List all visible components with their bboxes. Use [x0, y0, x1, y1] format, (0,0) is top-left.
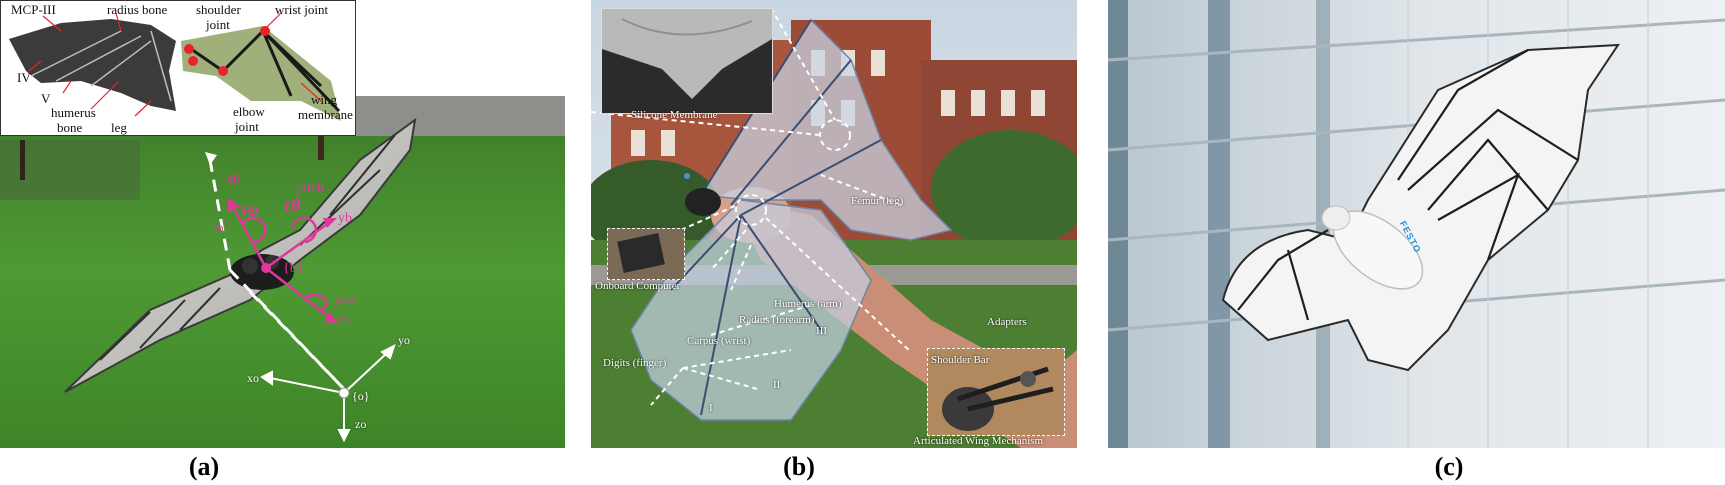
articulated-mechanism-inset	[927, 348, 1065, 436]
label-humerus: Humerus (arm)	[774, 298, 842, 310]
label-wing-1: wing	[311, 92, 337, 107]
label-v: V	[41, 91, 51, 106]
onboard-computer-inset	[607, 228, 685, 280]
translucent-wing-lower	[630, 199, 872, 421]
label-elbow-2: joint	[235, 119, 259, 134]
bat-skeleton-image	[9, 19, 176, 111]
label-femur: Femur (leg)	[851, 195, 904, 207]
translucent-wing-upper	[699, 18, 953, 241]
label-adapters: Adapters	[987, 316, 1027, 328]
label-humerus-1: humerus	[51, 105, 96, 120]
axis-yb: yb	[338, 211, 352, 226]
label-digit-i: I	[709, 402, 713, 414]
panel-b-scene	[591, 0, 1077, 448]
panel-c-photo: FESTO	[1108, 0, 1725, 448]
axis-xo: xo	[247, 371, 259, 385]
label-carpus: Carpus (wrist)	[687, 335, 751, 347]
label-pitch: pitch	[296, 181, 324, 196]
label-radius-bone: radius bone	[107, 2, 168, 17]
label-wrist-joint: wrist joint	[275, 2, 329, 17]
silicone-membrane-inset	[601, 8, 773, 114]
robot-membrane-image	[181, 26, 341, 121]
label-humerus-2: bone	[57, 120, 83, 135]
label-roll: roll	[212, 221, 232, 236]
panel-b-photo: Silicone Membrane Onboard Computer Femur…	[591, 0, 1077, 448]
caption-a: (a)	[188, 452, 220, 481]
caption-b: (b)	[783, 452, 815, 481]
label-yaw: yaw	[334, 293, 358, 308]
label-mcp-iii: MCP-III	[11, 2, 56, 17]
label-digits: Digits (finger)	[603, 357, 667, 369]
axis-yo: yo	[398, 333, 410, 347]
axis-xb: xb	[226, 172, 240, 187]
label-tau-theta: τθ	[283, 195, 301, 215]
label-leg: leg	[111, 120, 127, 135]
axis-zo: zo	[355, 417, 367, 431]
anatomy-inset: MCP-III radius bone shoulder joint wrist…	[0, 0, 356, 136]
axis-zb: zb	[336, 313, 350, 328]
panel-c-scene	[1108, 0, 1725, 448]
panel-a-photo: MCP-III radius bone shoulder joint wrist…	[0, 0, 565, 448]
robot-wing	[64, 117, 417, 393]
label-onboard-computer: Onboard Computer	[595, 280, 681, 292]
label-radius: Radius (forearm)	[739, 314, 815, 326]
label-digit-iii: III	[816, 325, 827, 337]
label-body-frame: {b}	[283, 261, 304, 276]
label-shoulder-joint-2: joint	[206, 17, 230, 32]
label-shoulder-bar: Shoulder Bar	[931, 354, 990, 366]
label-elbow-1: elbow	[233, 104, 265, 119]
label-digit-ii: II	[773, 379, 781, 391]
label-wing-2: membrane	[298, 107, 353, 122]
label-tau-phi: τφ	[240, 199, 259, 219]
label-silicone-membrane: Silicone Membrane	[631, 109, 718, 121]
label-articulated-wing-mechanism: Articulated Wing Mechanism	[913, 435, 1044, 447]
label-world-frame: {o}	[352, 389, 370, 403]
caption-c: (c)	[1434, 452, 1464, 481]
label-iv: IV	[17, 70, 31, 85]
label-shoulder-joint-1: shoulder	[196, 2, 241, 17]
